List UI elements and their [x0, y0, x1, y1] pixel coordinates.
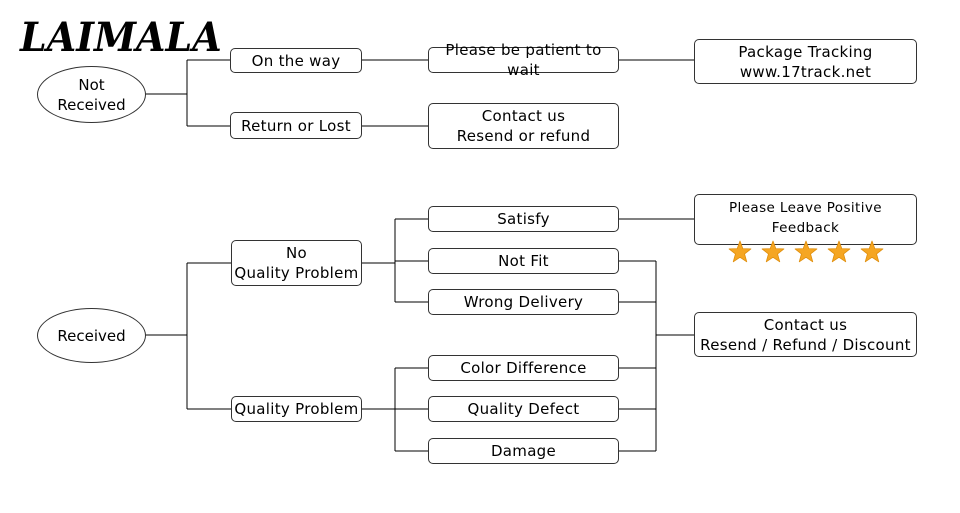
- node-damage: Damage: [428, 438, 619, 464]
- node-quality-problem: Quality Problem: [231, 396, 362, 422]
- connector-quality: [362, 367, 428, 452]
- node-contact-discount-line1: Contact us: [763, 315, 848, 334]
- star-icon: [794, 240, 817, 263]
- node-return-or-lost: Return or Lost: [230, 112, 362, 139]
- connector-not-received: [145, 59, 230, 127]
- node-quality-problem-label: Quality Problem: [234, 400, 359, 418]
- node-not-received-line1: Not: [78, 75, 105, 94]
- node-package-tracking-line1: Package Tracking: [738, 42, 873, 61]
- node-on-the-way-label: On the way: [251, 51, 341, 70]
- node-package-tracking-link[interactable]: www.17track.net: [739, 62, 872, 81]
- rating-stars: [728, 240, 884, 264]
- node-return-or-lost-label: Return or Lost: [241, 116, 351, 135]
- node-please-wait: Please be patient to wait: [428, 41, 619, 79]
- node-damage-label: Damage: [490, 442, 557, 460]
- node-on-the-way: On the way: [230, 48, 362, 73]
- node-received: Received: [37, 308, 146, 363]
- node-contact-discount-line2: Resend / Refund / Discount: [700, 335, 911, 354]
- node-not-received: Not Received: [37, 66, 146, 123]
- node-wrong-delivery: Wrong Delivery: [428, 289, 619, 315]
- node-no-quality-line2: Quality Problem: [234, 264, 359, 282]
- node-contact-resend: Contact us Resend or refund: [428, 103, 619, 149]
- node-satisfy-label: Satisfy: [497, 210, 550, 228]
- node-satisfy: Satisfy: [428, 206, 619, 232]
- node-positive-feedback: Please Leave Positive Feedback: [694, 194, 917, 263]
- node-quality-defect-label: Quality Defect: [467, 400, 580, 418]
- star-icon: [827, 240, 850, 263]
- node-feedback-label: Please Leave Positive Feedback: [729, 200, 882, 236]
- node-contact-resend-line1: Contact us: [481, 107, 566, 125]
- node-please-wait-label: Please be patient to wait: [445, 41, 602, 79]
- node-wrong-delivery-label: Wrong Delivery: [463, 293, 584, 311]
- connector-issues-contact: [619, 260, 694, 452]
- node-color-difference-label: Color Difference: [460, 359, 587, 377]
- node-not-fit: Not Fit: [428, 248, 619, 274]
- node-quality-defect: Quality Defect: [428, 396, 619, 422]
- node-not-received-line2: Received: [57, 95, 126, 114]
- node-received-label: Received: [57, 326, 126, 345]
- node-contact-discount: Contact us Resend / Refund / Discount: [694, 312, 917, 357]
- brand-logo: LAIMALA: [20, 14, 222, 61]
- node-not-fit-label: Not Fit: [498, 252, 549, 270]
- node-package-tracking: Package Tracking www.17track.net: [694, 39, 917, 84]
- star-icon: [761, 240, 784, 263]
- star-icon: [860, 240, 883, 263]
- node-color-difference: Color Difference: [428, 355, 619, 381]
- node-no-quality-line1: No: [286, 244, 307, 262]
- node-no-quality-problem: No Quality Problem: [231, 240, 362, 286]
- connector-no-quality: [362, 218, 428, 303]
- connector-received: [145, 262, 231, 410]
- star-icon: [728, 240, 751, 263]
- node-contact-resend-line2: Resend or refund: [456, 127, 591, 145]
